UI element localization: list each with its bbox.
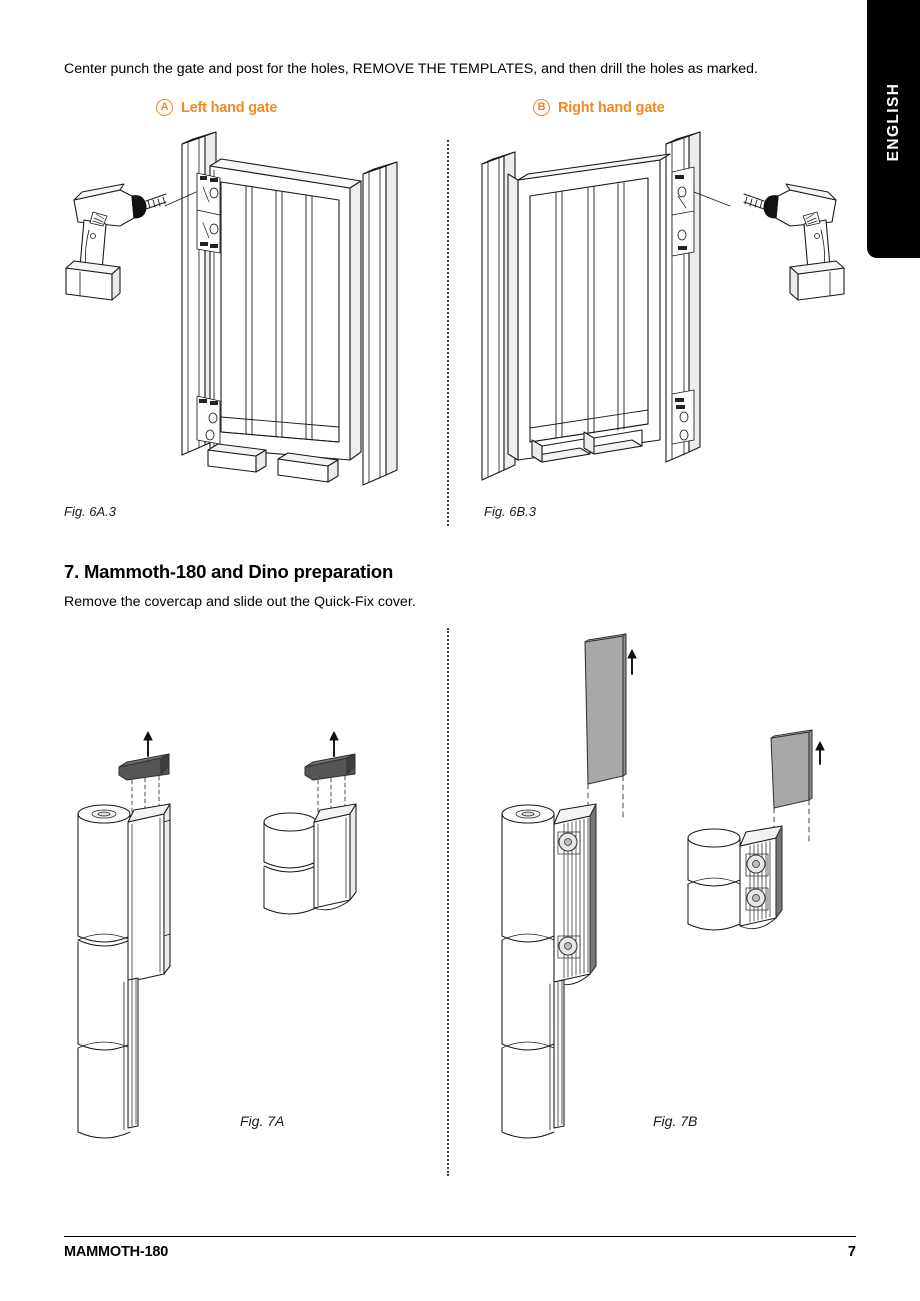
cordless-drill-shape bbox=[65, 183, 167, 301]
gate-label-right-text: Right hand gate bbox=[558, 99, 665, 116]
leader-line bbox=[164, 191, 197, 207]
language-tab-label: ENGLISH bbox=[884, 82, 902, 162]
gate-label-left-hand: A Left hand gate bbox=[156, 99, 277, 116]
leader-line bbox=[693, 191, 731, 207]
figure-caption-6b: Fig. 6B.3 bbox=[484, 504, 537, 519]
quickfix-cover-plate bbox=[770, 729, 813, 809]
drill-template-bottom-shape bbox=[671, 389, 695, 445]
section-heading: 7. Mammoth-180 and Dino preparation bbox=[64, 561, 394, 582]
hinge-leaf-plate bbox=[127, 803, 171, 983]
support-blocks-shape bbox=[207, 443, 339, 483]
gate-panel-shape bbox=[209, 158, 362, 461]
illustration-fig-7a bbox=[60, 722, 440, 1162]
footer-page-number: 7 bbox=[847, 1244, 856, 1260]
figure-caption-6a: Fig. 6A.3 bbox=[64, 504, 117, 519]
gate-label-left-text: Left hand gate bbox=[181, 99, 278, 116]
illustration-fig-6a bbox=[60, 130, 450, 505]
quickfix-rail bbox=[123, 977, 139, 1131]
intro-instruction-text: Center punch the gate and post for the h… bbox=[64, 61, 758, 77]
quickfix-assembly-tall bbox=[501, 633, 637, 1139]
figure-caption-7b: Fig. 7B bbox=[653, 1113, 698, 1129]
hinge-barrel bbox=[687, 828, 741, 931]
badge-a-icon: A bbox=[156, 99, 173, 116]
support-blocks-shape bbox=[531, 429, 643, 463]
drill-template-top-shape bbox=[196, 172, 221, 254]
quickfix-rail bbox=[549, 979, 565, 1131]
quickfix-assembly-short bbox=[687, 729, 825, 931]
drill-template-top-shape bbox=[671, 166, 695, 257]
hinge-leaf-plate bbox=[313, 803, 357, 911]
illustration-fig-7b bbox=[484, 624, 864, 1164]
quickfix-body bbox=[739, 825, 783, 930]
quickfix-cover-plate bbox=[584, 633, 627, 785]
left-post-shape bbox=[481, 151, 516, 481]
hinge-assembly-tall bbox=[77, 731, 171, 1139]
figure-caption-7a: Fig. 7A bbox=[240, 1113, 285, 1129]
badge-b-icon: B bbox=[533, 99, 550, 116]
section-subtext: Remove the covercap and slide out the Qu… bbox=[64, 594, 416, 610]
footer-product-name: MAMMOTH-180 bbox=[64, 1244, 169, 1260]
cordless-drill-shape bbox=[743, 183, 845, 301]
illustration-fig-6b bbox=[460, 130, 850, 505]
drill-template-bottom-shape bbox=[196, 395, 221, 445]
vertical-divider-top bbox=[447, 140, 449, 526]
gate-panel-shape bbox=[507, 153, 671, 461]
hinge-barrel bbox=[501, 804, 555, 1139]
vertical-divider-bottom bbox=[447, 628, 449, 1176]
gate-label-right-hand: B Right hand gate bbox=[533, 99, 665, 116]
hinge-barrel bbox=[263, 812, 317, 915]
right-post-shape bbox=[362, 161, 398, 486]
hinge-barrel bbox=[77, 804, 131, 1139]
quickfix-body bbox=[553, 803, 597, 986]
language-tab: ENGLISH bbox=[867, 0, 920, 258]
footer-divider bbox=[64, 1236, 856, 1237]
hinge-assembly-short bbox=[263, 731, 357, 915]
